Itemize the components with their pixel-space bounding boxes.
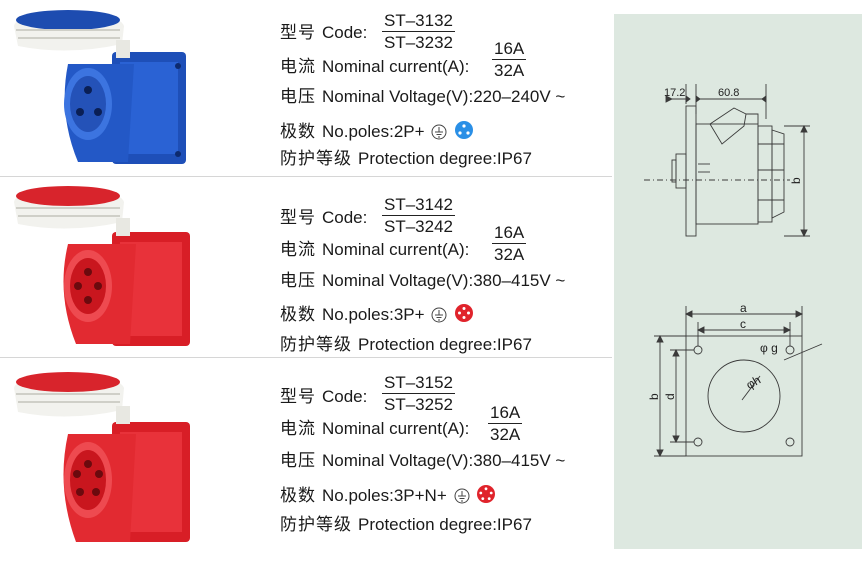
poles-label-en: No.poles: [322,305,394,324]
poles-label-en: No.poles: [322,122,394,141]
earth-symbol-icon [454,488,469,504]
product-row-1: 型号 Code: ST–3132 ST–3232 电流 Nominal curren… [0,0,612,178]
spec-block-2: 型号 Code: ST–3142 ST–3242 电流 Nominal curren… [280,192,610,354]
row-divider [0,357,612,358]
voltage-label-cn: 电压 [280,271,316,290]
protection-label-en: Protection degree: [358,335,497,354]
front-view-drawing [654,306,823,458]
pin-layout-red-icon [455,304,474,322]
code-fraction: ST–3142 ST–3242 [382,196,455,235]
protection-value: IP67 [496,149,532,168]
code-secondary: ST–3232 [384,33,453,52]
poles-label-cn: 极数 [280,122,316,141]
product-image-blue-socket [14,10,186,164]
protection-label-en: Protection degree: [358,515,497,534]
dimension-phi-g-label: φ g [760,341,778,355]
voltage-value: 380–415V ~ [473,271,566,290]
row-divider [0,176,612,177]
code-fraction: ST–3132 ST–3232 [382,12,455,51]
code-secondary: ST–3252 [384,395,453,414]
side-view-drawing [644,84,810,238]
product-image-red-socket-4pin [14,186,190,346]
dimension-drawing: 17.2 60.8 b [644,84,823,458]
code-primary: ST–3132 [382,11,455,32]
poles-label-cn: 极数 [280,305,316,324]
current-label-cn: 电流 [280,240,316,259]
protection-label-en: Protection degree: [358,149,497,168]
code-label-cn: 型号 [280,208,316,227]
current-primary: 16A [488,403,523,424]
earth-symbol-icon [431,307,447,323]
dimension-phi-h-label: φh [744,373,764,392]
voltage-label-en: Nominal Voltage(V): [322,271,474,290]
current-fraction: 16A 32A [492,39,527,80]
protection-label-cn: 防护等级 [280,335,352,354]
spec-block-3: 型号 Code: ST–3152 ST–3252 电流 Nominal curren… [280,370,610,550]
code-label-en: Code: [322,208,368,227]
code-label-cn: 型号 [280,387,316,406]
current-primary: 16A [492,39,527,60]
protection-label-cn: 防护等级 [280,149,352,168]
protection-value: IP67 [496,335,532,354]
code-primary: ST–3142 [382,195,455,216]
poles-label-cn: 极数 [280,486,316,505]
dimension-b-front-label: b [647,393,661,400]
voltage-label-en: Nominal Voltage(V): [322,451,474,470]
poles-value: 2P+ [393,122,425,141]
current-secondary: 32A [490,425,521,444]
current-label-en: Nominal current(A): [322,57,470,76]
product-row-3: 型号 Code: ST–3152 ST–3252 电流 Nominal curren… [0,358,612,562]
current-label-cn: 电流 [280,57,316,76]
code-primary: ST–3152 [382,373,455,394]
current-fraction: 16A 32A [488,403,523,444]
spec-block-1: 型号 Code: ST–3132 ST–3232 电流 Nominal curren… [280,12,610,172]
current-label-en: Nominal current(A): [322,419,470,438]
code-fraction: ST–3152 ST–3252 [382,374,455,413]
product-image-red-socket-5pin [14,372,190,542]
poles-label-en: No.poles: [322,486,394,505]
protection-label-cn: 防护等级 [280,515,352,534]
voltage-label-cn: 电压 [280,87,316,106]
earth-symbol-icon [431,124,447,140]
code-label-en: Code: [322,23,368,42]
dimension-c-label: c [740,317,746,331]
pin-layout-red-icon [477,485,496,503]
dimension-length-label: 60.8 [718,87,739,99]
protection-value: IP67 [496,515,532,534]
current-fraction: 16A 32A [492,223,527,264]
current-secondary: 32A [494,245,525,264]
pin-layout-blue-icon [455,121,474,139]
voltage-value: 380–415V ~ [473,451,566,470]
poles-value: 3P+ [393,305,425,324]
current-label-en: Nominal current(A): [322,240,470,259]
voltage-value: 220–240V ~ [473,87,566,106]
dimension-d-label: d [663,393,677,400]
code-label-en: Code: [322,387,368,406]
poles-value: 3P+N+ [393,486,447,505]
dimension-a-label: a [740,301,747,315]
technical-drawing-panel: 17.2 60.8 b [614,14,862,549]
code-secondary: ST–3242 [384,217,453,236]
current-label-cn: 电流 [280,419,316,438]
voltage-label-en: Nominal Voltage(V): [322,87,474,106]
current-primary: 16A [492,223,527,244]
dimension-depth-label: 17.2 [664,87,685,99]
dimension-b-side-label: b [789,177,803,184]
product-row-2: 型号 Code: ST–3142 ST–3242 电流 Nominal curren… [0,178,612,358]
current-secondary: 32A [494,61,525,80]
voltage-label-cn: 电压 [280,451,316,470]
code-label-cn: 型号 [280,23,316,42]
